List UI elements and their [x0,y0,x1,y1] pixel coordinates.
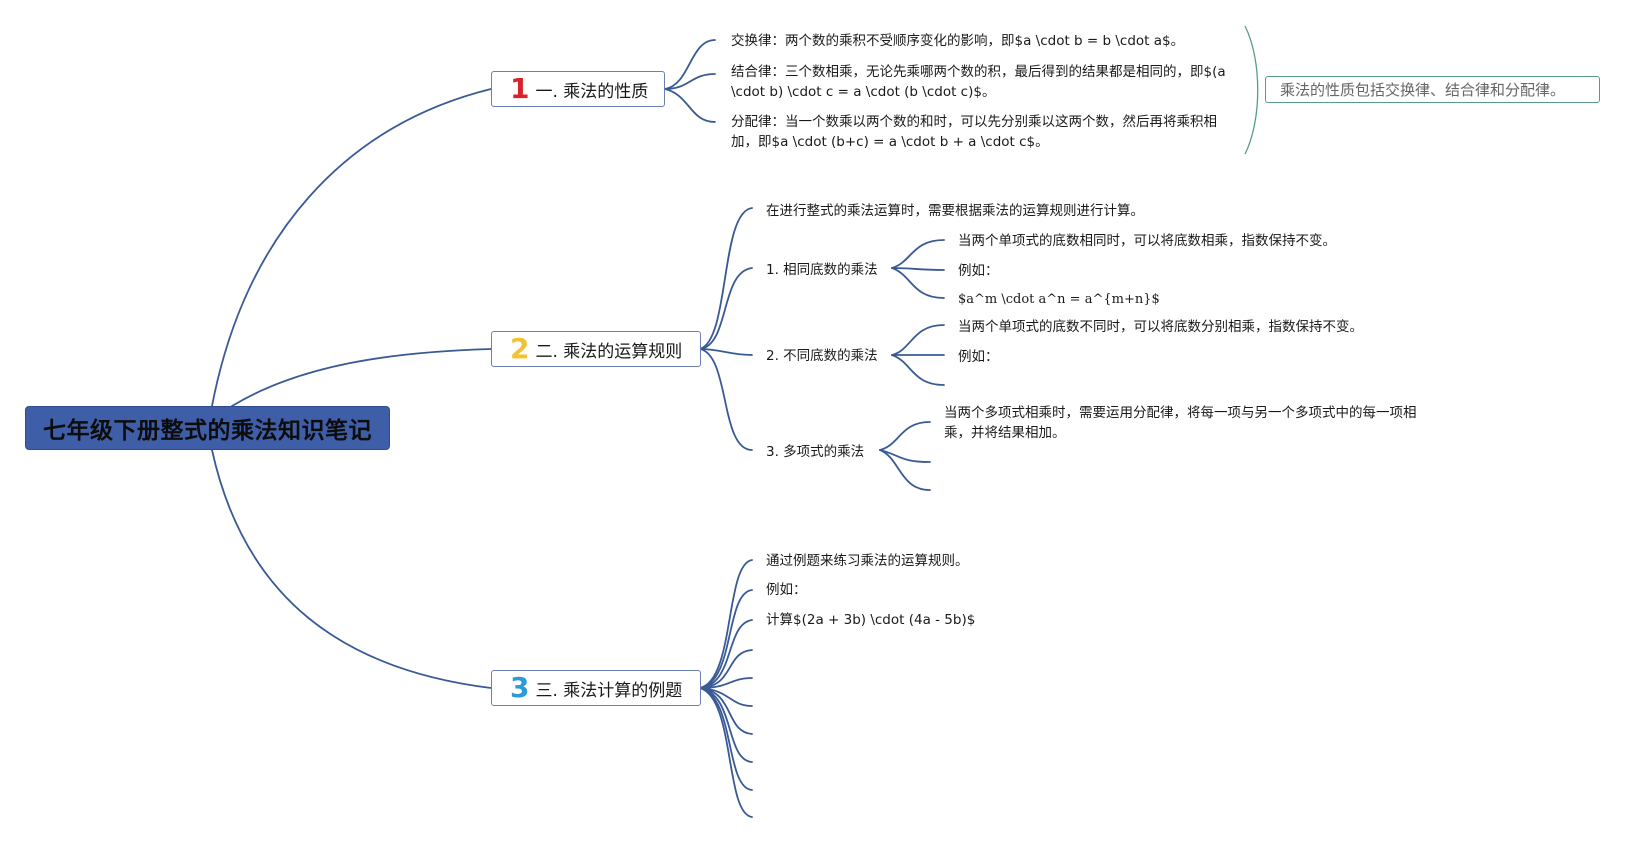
branch-node-properties[interactable]: 1 一. 乘法的性质 [491,71,665,107]
branch-number-3: 3 [510,671,530,704]
link-b2-intro [699,207,753,350]
leaf-rules-intro[interactable]: 在进行整式的乘法运算时，需要根据乘法的运算规则进行计算。 [766,203,1144,219]
leaf-commutative-law[interactable]: 交换律：两个数的乘积不受顺序变化的影响，即$a \cdot b = b \cdo… [731,33,1185,49]
link-b3-6 [699,687,753,707]
link-b3-8 [699,687,753,763]
link-root-branch1 [211,88,492,407]
link-s3-c1 [879,421,931,451]
link-root-branch3 [211,449,492,689]
leaf-different-base-example[interactable]: 例如： [958,349,999,365]
branch-node-examples[interactable]: 3 三. 乘法计算的例题 [491,670,701,706]
summary-brace [1244,25,1259,155]
link-s2-c3 [891,354,945,386]
link-b3-7 [699,687,753,735]
branch-number-1: 1 [510,72,530,105]
link-b3-10 [699,687,753,818]
link-b3-1 [699,559,753,689]
leaf-distributive-law[interactable]: 分配律：当一个数乘以两个数的和时，可以先分别乘以这两个数，然后再将乘积相加，即$… [731,114,1217,150]
link-b1-leaf2 [664,73,716,90]
link-s3-c3 [879,449,931,491]
branch-node-rules[interactable]: 2 二. 乘法的运算规则 [491,331,701,367]
link-s2-c1 [891,324,945,356]
link-s1-c1 [891,239,945,269]
link-b2-sub1 [699,267,753,350]
branch-label: 二. 乘法的运算规则 [535,341,683,362]
branch-label: 三. 乘法计算的例题 [535,680,683,701]
link-b3-5 [699,677,753,689]
leaf-same-base-example[interactable]: 例如： [958,263,999,279]
link-b2-sub3 [699,348,753,451]
leaf-same-base-formula[interactable]: $a^m \cdot a^n = a^{m+n}$ [958,292,1160,307]
leaf-examples-intro[interactable]: 通过例题来练习乘法的运算规则。 [766,553,969,569]
link-s1-c3 [891,267,945,299]
summary-properties[interactable]: 乘法的性质包括交换律、结合律和分配律。 [1265,76,1600,103]
leaf-different-base-rule[interactable]: 当两个单项式的底数不同时，可以将底数分别相乘，指数保持不变。 [958,319,1363,335]
link-s1-c2 [891,267,945,271]
link-b1-leaf3 [664,88,716,123]
leaf-examples-example[interactable]: 例如： [766,582,807,598]
leaf-polynomial-rule[interactable]: 当两个多项式相乘时，需要运用分配律，将每一项与另一个多项式中的每一项相乘，并将结… [944,405,1417,441]
root-node[interactable]: 七年级下册整式的乘法知识笔记 [25,406,390,450]
link-b3-4 [699,649,753,689]
link-b1-leaf1 [664,39,716,90]
leaf-same-base-rule[interactable]: 当两个单项式的底数相同时，可以将底数相乘，指数保持不变。 [958,233,1336,249]
leaf-examples-compute[interactable]: 计算$(2a + 3b) \cdot (4a - 5b)$ [766,612,976,628]
branch-label: 一. 乘法的性质 [535,81,649,102]
link-b3-9 [699,687,753,791]
sub-polynomial[interactable]: 3. 多项式的乘法 [766,444,865,460]
link-b3-2 [699,589,753,689]
leaf-associative-law[interactable]: 结合律：三个数相乘，无论先乘哪两个数的积，最后得到的结果都是相同的，即$(a \… [731,64,1226,100]
branch-number-2: 2 [510,332,530,365]
sub-same-base[interactable]: 1. 相同底数的乘法 [766,262,878,278]
link-s3-c2 [879,449,931,463]
link-root-branch2 [231,348,492,407]
link-b3-3 [699,619,753,689]
sub-different-base[interactable]: 2. 不同底数的乘法 [766,348,878,364]
root-title: 七年级下册整式的乘法知识笔记 [43,418,372,444]
link-b2-sub2 [699,348,753,356]
